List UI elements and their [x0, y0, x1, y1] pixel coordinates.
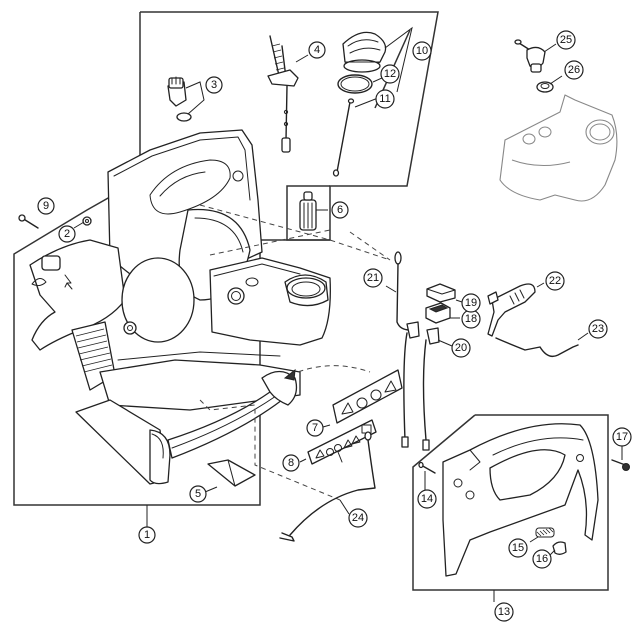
callout-8[interactable]: 8: [282, 454, 300, 472]
svg-text:23: 23: [592, 323, 604, 335]
callout-22[interactable]: 22: [545, 271, 565, 291]
callout-26[interactable]: 26: [564, 60, 584, 80]
svg-text:3: 3: [211, 79, 217, 91]
o-ring-part-12: [337, 74, 373, 94]
svg-text:12: 12: [384, 68, 396, 80]
callout-9[interactable]: 9: [37, 197, 55, 215]
spring-part-15: [535, 527, 555, 538]
warning-label-part-8: [307, 419, 377, 465]
callout-3[interactable]: 3: [205, 76, 223, 94]
callout-20[interactable]: 20: [451, 338, 471, 358]
callout-19[interactable]: 19: [461, 293, 481, 313]
svg-text:5: 5: [195, 488, 201, 500]
throttle-rod-part-23: [495, 337, 579, 358]
callout-7[interactable]: 7: [306, 419, 324, 437]
svg-text:16: 16: [536, 553, 548, 565]
svg-text:26: 26: [568, 64, 580, 76]
screw-part-17: [611, 459, 630, 471]
leader-lines: [37, 26, 623, 602]
primer-valve-part-25: [514, 39, 546, 73]
callout-18[interactable]: 18: [461, 309, 481, 329]
grommet-part-26: [536, 81, 554, 93]
svg-text:19: 19: [465, 297, 477, 309]
svg-text:6: 6: [337, 204, 343, 216]
handle-housing-part-13: [442, 423, 599, 577]
svg-text:18: 18: [465, 313, 477, 325]
svg-text:15: 15: [512, 542, 524, 554]
assembly-lines: [199, 204, 391, 501]
wire-connector-part-20: [422, 327, 440, 451]
switch-part-18: [425, 302, 451, 324]
svg-text:2: 2: [64, 228, 70, 240]
ground-lead-part-24: [279, 431, 376, 542]
svg-text:1: 1: [144, 529, 150, 541]
warning-label-part-7: [332, 369, 403, 424]
svg-text:11: 11: [379, 93, 390, 105]
fuel-pickup-part-4: [267, 35, 299, 153]
screw-part-9: [18, 214, 39, 229]
fuel-tank-ghost: [499, 94, 618, 202]
fuel-filter-frame: [286, 185, 330, 241]
callout-4[interactable]: 4: [308, 41, 326, 59]
callout-13[interactable]: 13: [494, 602, 514, 622]
label-pad-part-5: [207, 459, 256, 487]
callout-16[interactable]: 16: [532, 549, 552, 569]
svg-text:9: 9: [43, 200, 49, 212]
callout-5[interactable]: 5: [189, 485, 207, 503]
ground-wire-part-21: [394, 251, 420, 448]
svg-text:4: 4: [314, 44, 320, 56]
fuel-filter-part-6: [299, 191, 317, 231]
callout-2[interactable]: 2: [58, 225, 76, 243]
callout-17[interactable]: 17: [612, 427, 632, 447]
svg-text:21: 21: [367, 272, 379, 284]
throttle-trigger-part-22: [487, 283, 536, 337]
callout-1[interactable]: 1: [138, 526, 156, 544]
callout-23[interactable]: 23: [588, 319, 608, 339]
svg-text:20: 20: [455, 342, 467, 354]
fuel-cap-part-10: [342, 31, 387, 73]
svg-text:14: 14: [421, 493, 433, 505]
svg-text:17: 17: [616, 431, 628, 443]
svg-text:22: 22: [549, 275, 561, 287]
button-part-16: [552, 541, 567, 555]
callout-24[interactable]: 24: [348, 508, 368, 528]
assembly-frame-13: [412, 414, 609, 591]
callout-12[interactable]: 12: [380, 64, 400, 84]
svg-text:7: 7: [312, 422, 318, 434]
callout-14[interactable]: 14: [417, 489, 437, 509]
callout-25[interactable]: 25: [556, 30, 576, 50]
retainer-part-11: [332, 98, 355, 177]
grommet-part-2: [82, 216, 92, 226]
housing-part: [29, 129, 371, 485]
callout-11[interactable]: 11: [375, 89, 395, 109]
callout-21[interactable]: 21: [363, 268, 383, 288]
switch-cover-part-19: [426, 283, 456, 303]
svg-text:13: 13: [498, 606, 510, 618]
pin-part-14: [418, 461, 436, 474]
callout-6[interactable]: 6: [331, 201, 349, 219]
svg-text:8: 8: [288, 457, 294, 469]
vent-valve-part-3: [167, 76, 192, 122]
svg-text:25: 25: [560, 34, 572, 46]
callout-10[interactable]: 10: [412, 41, 432, 61]
svg-text:24: 24: [352, 512, 364, 524]
svg-text:10: 10: [416, 45, 428, 57]
callout-15[interactable]: 15: [508, 538, 528, 558]
